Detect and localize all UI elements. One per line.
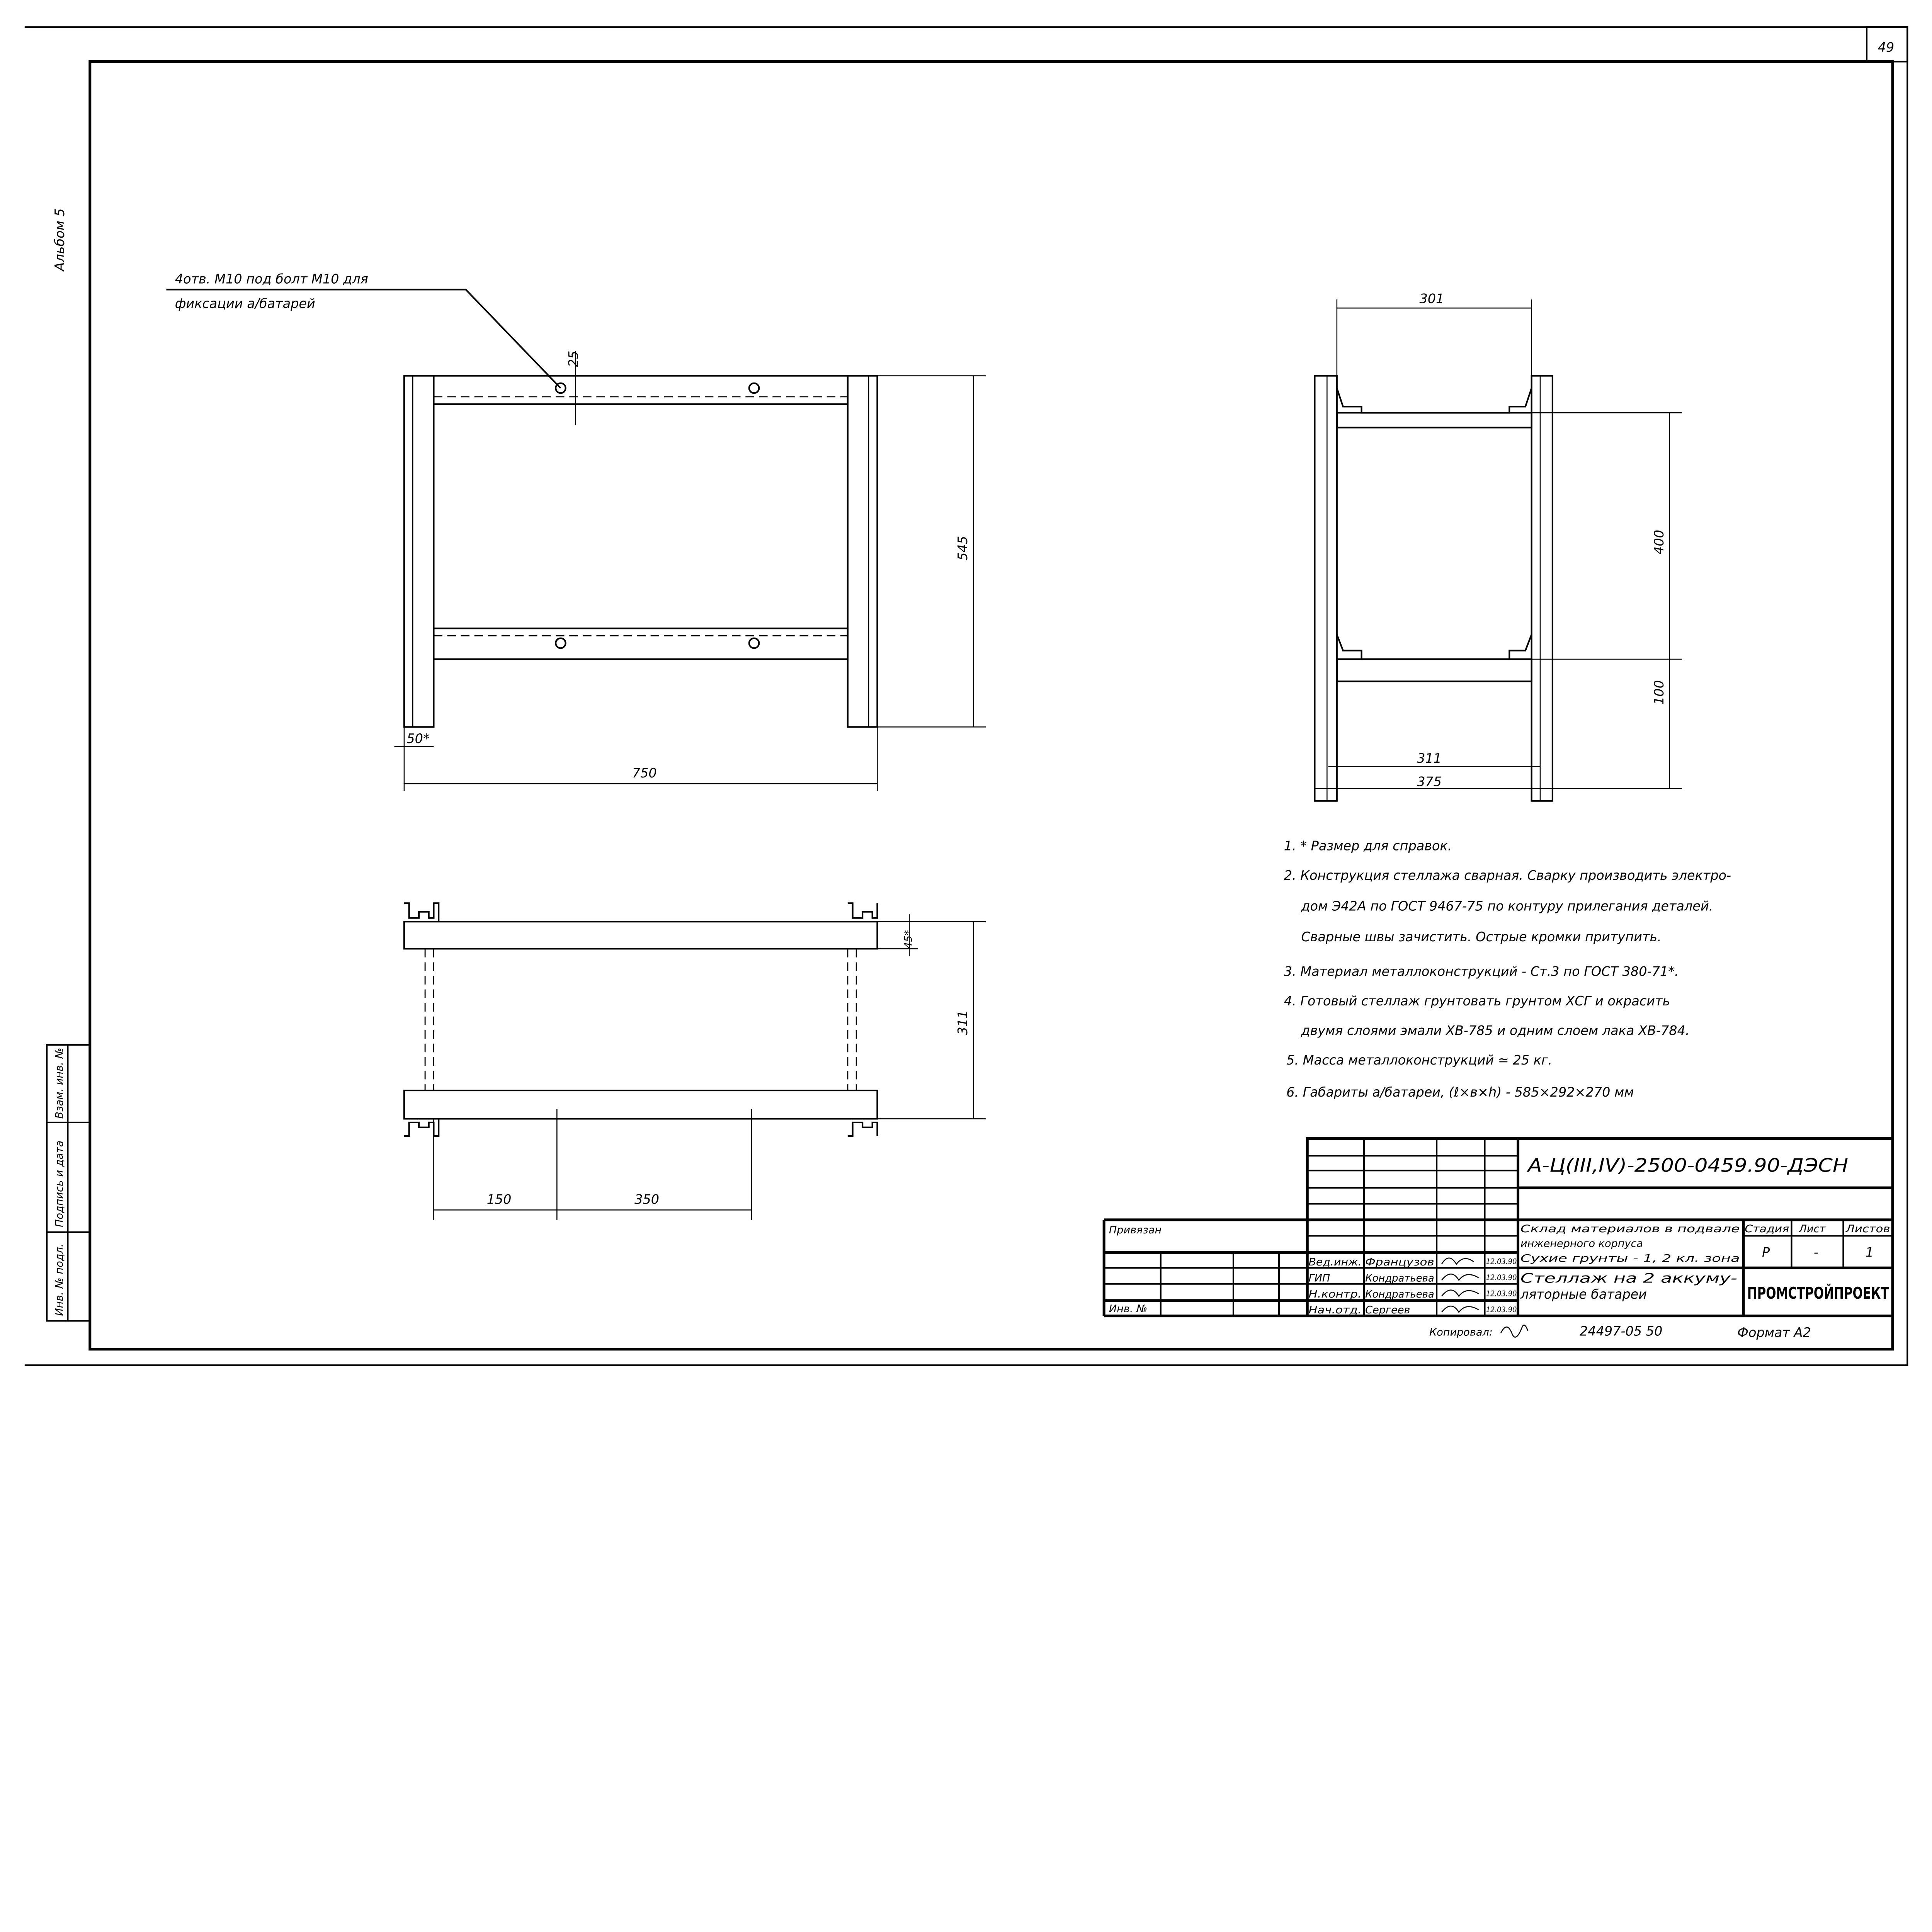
drawing-title-line: ляторные батареи xyxy=(1520,1287,1647,1302)
staff-role: Нач.отд. xyxy=(1308,1304,1361,1316)
margin-stamp xyxy=(46,1044,91,1322)
staff-rows: Вед.инж. Французов 12.03.90 ГИП Кондрать… xyxy=(1308,1256,1517,1316)
signature-icon xyxy=(1441,1257,1479,1313)
note-line: двумя слоями эмали ХВ-785 и одним слоем … xyxy=(1301,1023,1689,1038)
note-line: 6. Габариты а/батареи, (ℓ×в×h) - 585×292… xyxy=(1286,1085,1634,1100)
sheet-label: Лист xyxy=(1799,1223,1826,1235)
dim-front-width: 750 xyxy=(632,765,657,781)
dim-front-hole: 25 xyxy=(566,351,581,367)
staff-date: 12.03.90 xyxy=(1486,1257,1517,1266)
album-label: Альбом 5 xyxy=(52,208,67,272)
dim-plan-depth: 311 xyxy=(955,1010,970,1035)
project-line: Склад материалов в подвале xyxy=(1520,1223,1740,1235)
dim-side-bottom: 100 xyxy=(1651,680,1667,705)
order-number: 24497-05 50 xyxy=(1580,1324,1662,1339)
note-line: 1. * Размер для справок. xyxy=(1284,838,1452,853)
dim-side-top: 301 xyxy=(1419,291,1444,306)
project-line: инженерного корпуса xyxy=(1520,1238,1643,1250)
stamp-replace-inv: Взам. инв. № xyxy=(54,1048,66,1119)
sheets-label: Листов xyxy=(1845,1223,1890,1235)
dim-plan-a: 150 xyxy=(487,1192,512,1207)
stamp-signature-date: Подпись и дата xyxy=(54,1141,66,1227)
staff-name: Сергеев xyxy=(1365,1304,1410,1316)
sheets-value: 1 xyxy=(1866,1245,1874,1260)
staff-name: Кондратьева xyxy=(1365,1288,1434,1300)
stage-label: Стадия xyxy=(1745,1223,1789,1235)
front-view xyxy=(394,351,986,791)
sheet-value: - xyxy=(1814,1245,1818,1260)
stage-value: Р xyxy=(1762,1245,1770,1260)
firm-name: ПРОМСТРОЙПРОЕКТ xyxy=(1747,1284,1889,1303)
note-line: дом Э42А по ГОСТ 9467-75 по контуру прил… xyxy=(1301,899,1713,914)
annotation-line2: фиксации а/батарей xyxy=(175,296,315,311)
copied-label: Копировал: xyxy=(1429,1327,1493,1338)
engineering-drawing-sheet: 49 Альбом 5 Взам. инв. № Подпись и дата … xyxy=(24,26,1908,1366)
notes-list: 1. * Размер для справок. 2. Конструкция … xyxy=(1284,838,1731,1100)
note-line: 3. Материал металлоконструкций - Ст.3 по… xyxy=(1284,964,1679,979)
project-line: Сухие грунты - 1, 2 кл. зона xyxy=(1520,1252,1740,1264)
annotation-line1: 4отв. М10 под болт М10 для xyxy=(175,271,368,286)
staff-role: Н.контр. xyxy=(1308,1288,1361,1300)
drawing-title-line: Стеллаж на 2 аккуму- xyxy=(1520,1271,1737,1286)
side-view xyxy=(1314,299,1682,802)
dim-front-height: 545 xyxy=(955,536,970,561)
dim-side-inner: 311 xyxy=(1417,751,1442,766)
inv-label: Инв. № xyxy=(1109,1303,1147,1315)
stamp-orig-inv: Инв. № подл. xyxy=(54,1244,66,1316)
title-block xyxy=(1102,1137,1893,1318)
dim-plan-flange: 45* xyxy=(903,930,915,949)
plan-view xyxy=(403,902,986,1220)
note-line: 4. Готовый стеллаж грунтовать грунтом ХС… xyxy=(1284,993,1670,1009)
staff-date: 12.03.90 xyxy=(1486,1305,1517,1314)
format-label: Формат А2 xyxy=(1737,1325,1811,1340)
staff-name: Французов xyxy=(1365,1256,1434,1268)
sheet-number: 49 xyxy=(1878,40,1895,55)
dim-plan-b: 350 xyxy=(634,1192,659,1207)
note-line: Сварные швы зачистить. Острые кромки при… xyxy=(1301,929,1661,944)
dim-side-span: 400 xyxy=(1651,530,1667,554)
staff-date: 12.03.90 xyxy=(1486,1289,1517,1298)
sheet-frame xyxy=(24,26,1908,1366)
note-line: 2. Конструкция стеллажа сварная. Сварку … xyxy=(1284,868,1731,883)
note-line: 5. Масса металлоконструкций ≃ 25 кг. xyxy=(1286,1053,1552,1068)
staff-role: Вед.инж. xyxy=(1308,1256,1361,1268)
staff-date: 12.03.90 xyxy=(1486,1273,1517,1282)
staff-name: Кондратьева xyxy=(1365,1272,1434,1284)
dim-side-outer: 375 xyxy=(1417,774,1442,789)
copier-signature-icon xyxy=(1500,1325,1529,1338)
linked-label: Привязан xyxy=(1109,1224,1162,1236)
staff-role: ГИП xyxy=(1308,1272,1330,1284)
drawing-code: А-Ц(III,IV)-2500-0459.90-ДЭСН xyxy=(1527,1155,1848,1177)
bolt-hole-icon xyxy=(555,382,760,649)
dim-front-post: 50* xyxy=(406,731,429,746)
